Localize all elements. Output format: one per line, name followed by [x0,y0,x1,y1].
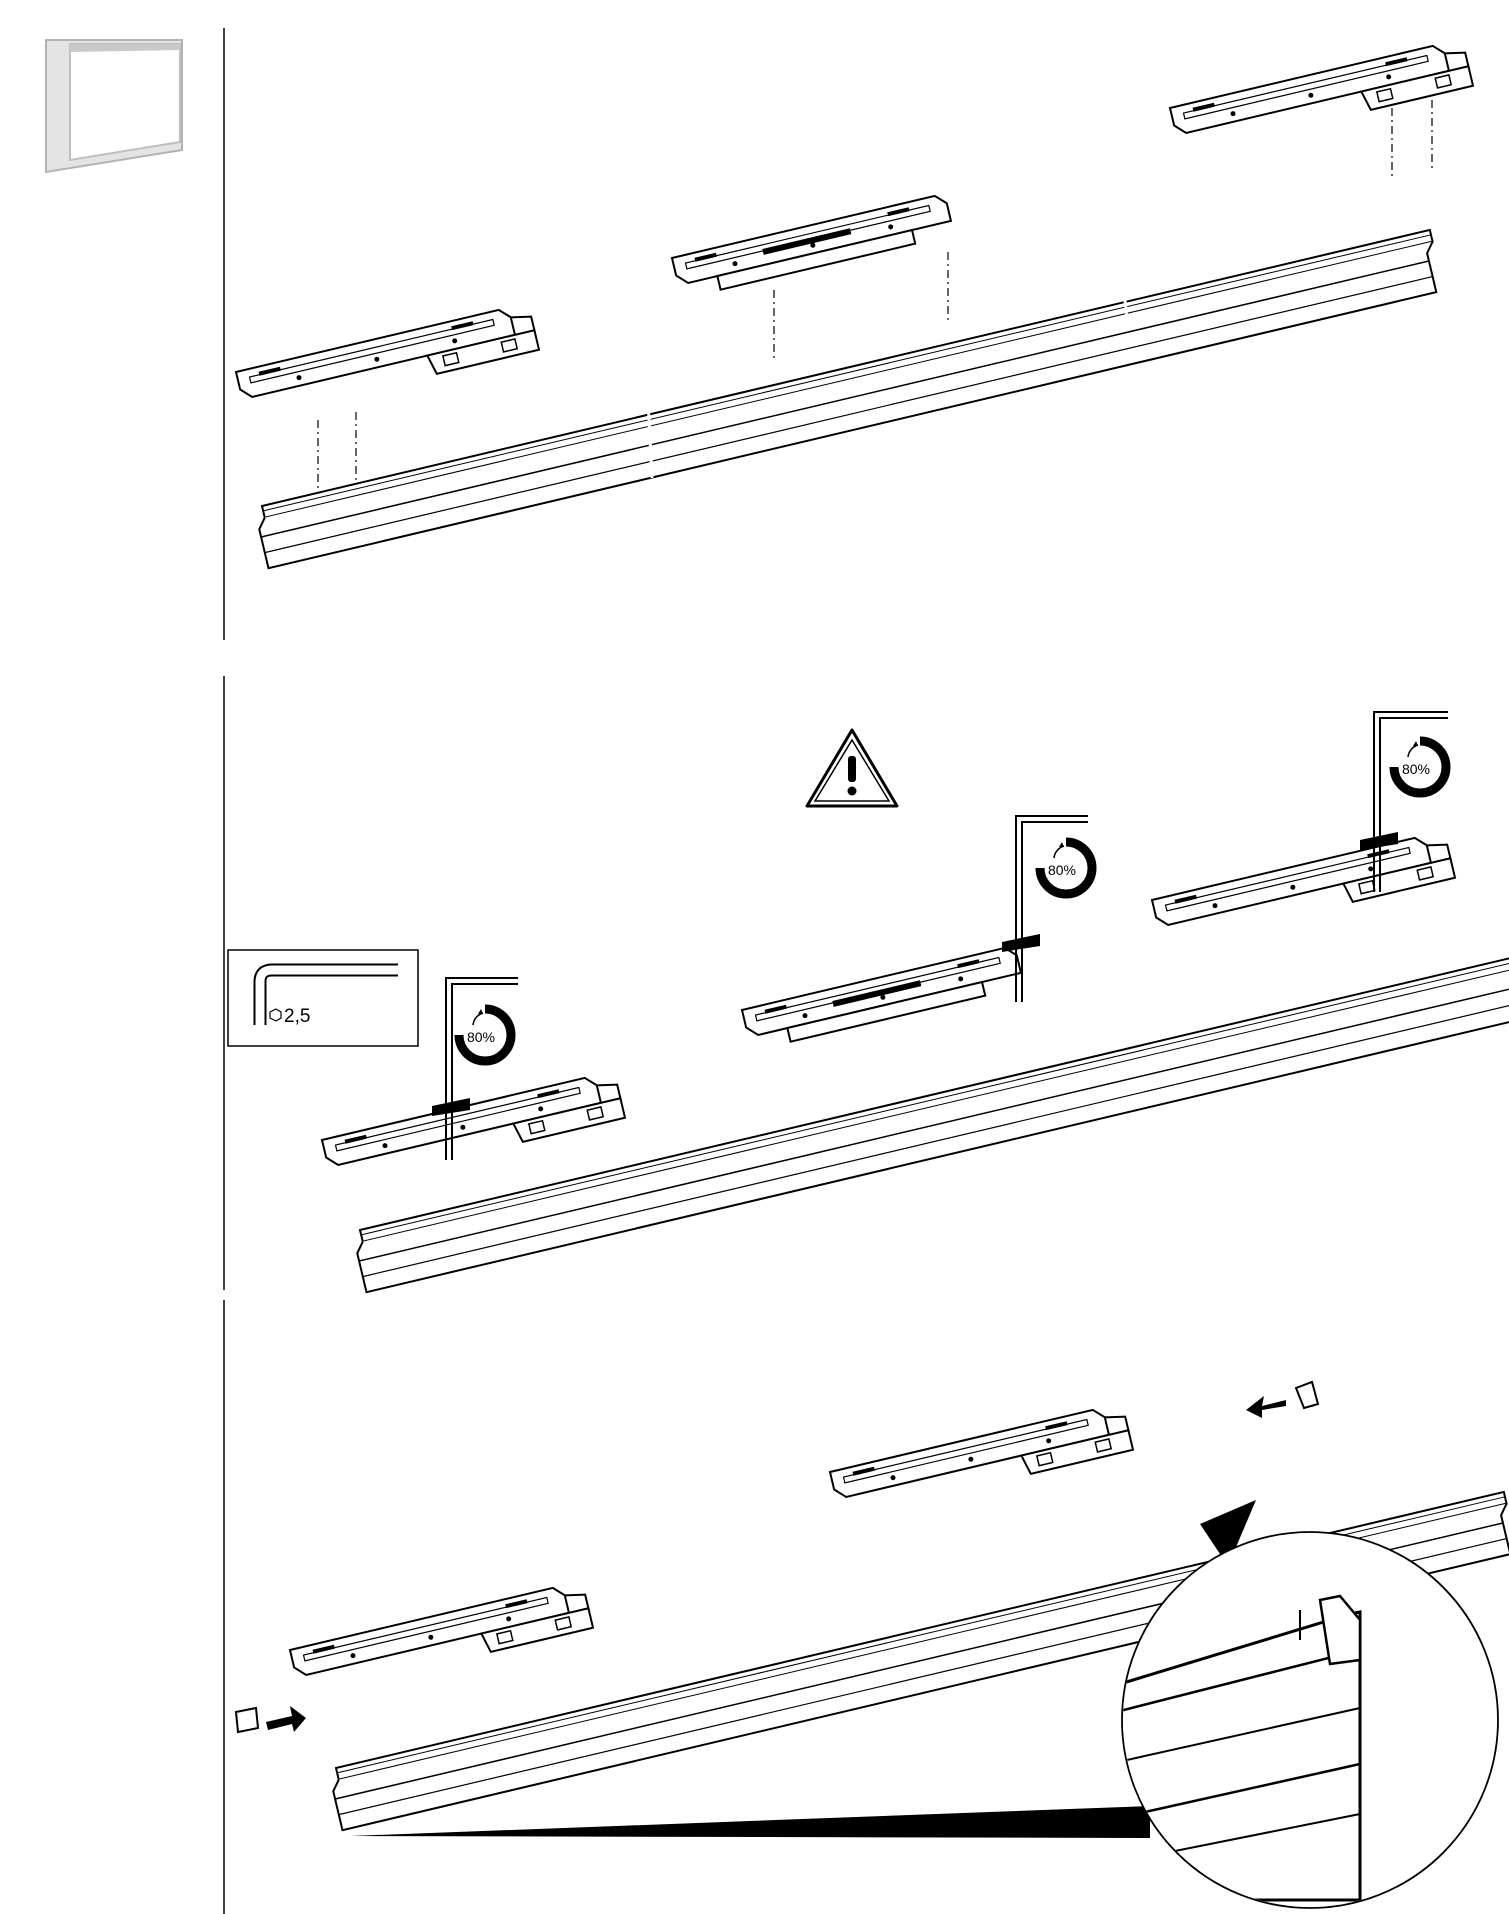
step-2-tighten-screws: 2,5 80% [227,711,1509,1294]
svg-text:80%: 80% [467,1029,495,1045]
torque-indicator-middle: 80% [1040,842,1092,894]
torque-indicator-right: 80% [1394,741,1446,793]
carrier-right-2 [1152,831,1455,947]
hex-key-tool-box: 2,5 [227,949,419,1047]
track-step-1 [253,228,1446,570]
zoom-detail-icon [350,1500,1499,1909]
warning-triangle-icon [805,728,899,808]
svg-text:80%: 80% [1048,862,1076,878]
tool-size-label: 2,5 [284,1006,310,1027]
step-3-insert-end-caps [234,1380,1509,1909]
key-tips [432,832,1398,1116]
wardrobe-frame-icon [45,39,183,174]
step-1-mount-carriers [236,39,1473,570]
carrier-left-2 [322,1071,625,1187]
end-cap-left [234,1706,306,1734]
alignment-lines [317,100,1433,492]
end-cap-right [1246,1380,1320,1418]
torque-indicator-left: 80% [459,1009,511,1061]
carrier-middle [671,192,952,291]
carrier-right [1170,39,1473,155]
svg-text:80%: 80% [1402,761,1430,777]
hex-key-icon [269,1008,282,1022]
carrier-left [236,303,539,419]
carrier-right-3 [830,1403,1133,1519]
carrier-middle-2 [741,944,1022,1043]
carrier-left-3 [290,1581,593,1697]
